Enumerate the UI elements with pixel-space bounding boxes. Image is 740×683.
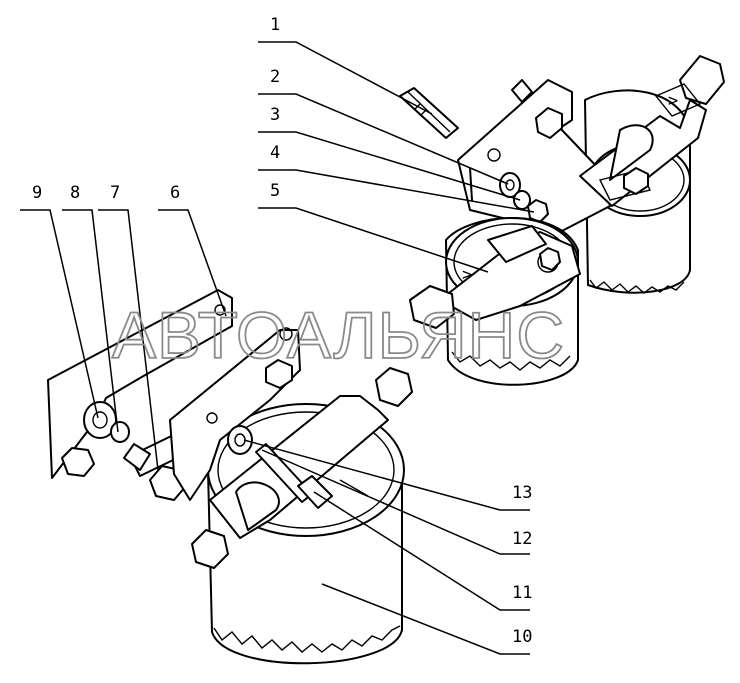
callout-10: 10: [512, 627, 532, 647]
callout-12: 12: [512, 529, 532, 549]
spring-washer-3: [513, 190, 531, 210]
leader-3: [258, 131, 521, 201]
callout-11: 11: [512, 583, 532, 603]
upper-filter-assembly: > >: [399, 55, 725, 386]
callout-7: 7: [110, 183, 120, 203]
spring-washer-8: [110, 421, 130, 443]
callout-8: 8: [70, 183, 80, 203]
callout-9: 9: [32, 183, 42, 203]
svg-text:>: >: [668, 91, 678, 111]
leader-8: [62, 209, 119, 433]
leader-9: [20, 209, 99, 419]
end-fitting-upper: [679, 55, 725, 105]
callout-13: 13: [512, 483, 532, 503]
leader-11: [313, 491, 530, 611]
callout-3: 3: [270, 105, 280, 125]
svg-text:>: >: [462, 265, 472, 285]
leader-lines: [20, 41, 535, 655]
inlet-fitting-upper: [409, 285, 455, 329]
callout-6: 6: [170, 183, 180, 203]
callout-2: 2: [270, 67, 280, 87]
lower-filter-assembly: [47, 289, 413, 665]
inlet-bolt-head: [191, 529, 229, 569]
leader-13: [243, 439, 530, 511]
callout-5: 5: [270, 181, 280, 201]
watermark-text: АВТОАЛЬЯНС: [112, 298, 565, 372]
nut-4: [527, 199, 549, 223]
leader-7: [98, 209, 159, 471]
leader-4: [258, 169, 535, 213]
leader-2: [258, 93, 509, 185]
leader-1: [258, 41, 433, 115]
callout-4: 4: [270, 143, 280, 163]
callout-1: 1: [270, 15, 280, 35]
leader-5: [258, 207, 489, 273]
leader-10: [321, 583, 530, 655]
callout-labels: 1 2 3 4 5 6 7 8 9 10 11 12 13: [32, 15, 532, 647]
leader-6: [158, 209, 227, 317]
washer-13: [227, 425, 253, 455]
leader-12: [261, 449, 530, 555]
outlet-bolt-head: [375, 367, 413, 407]
